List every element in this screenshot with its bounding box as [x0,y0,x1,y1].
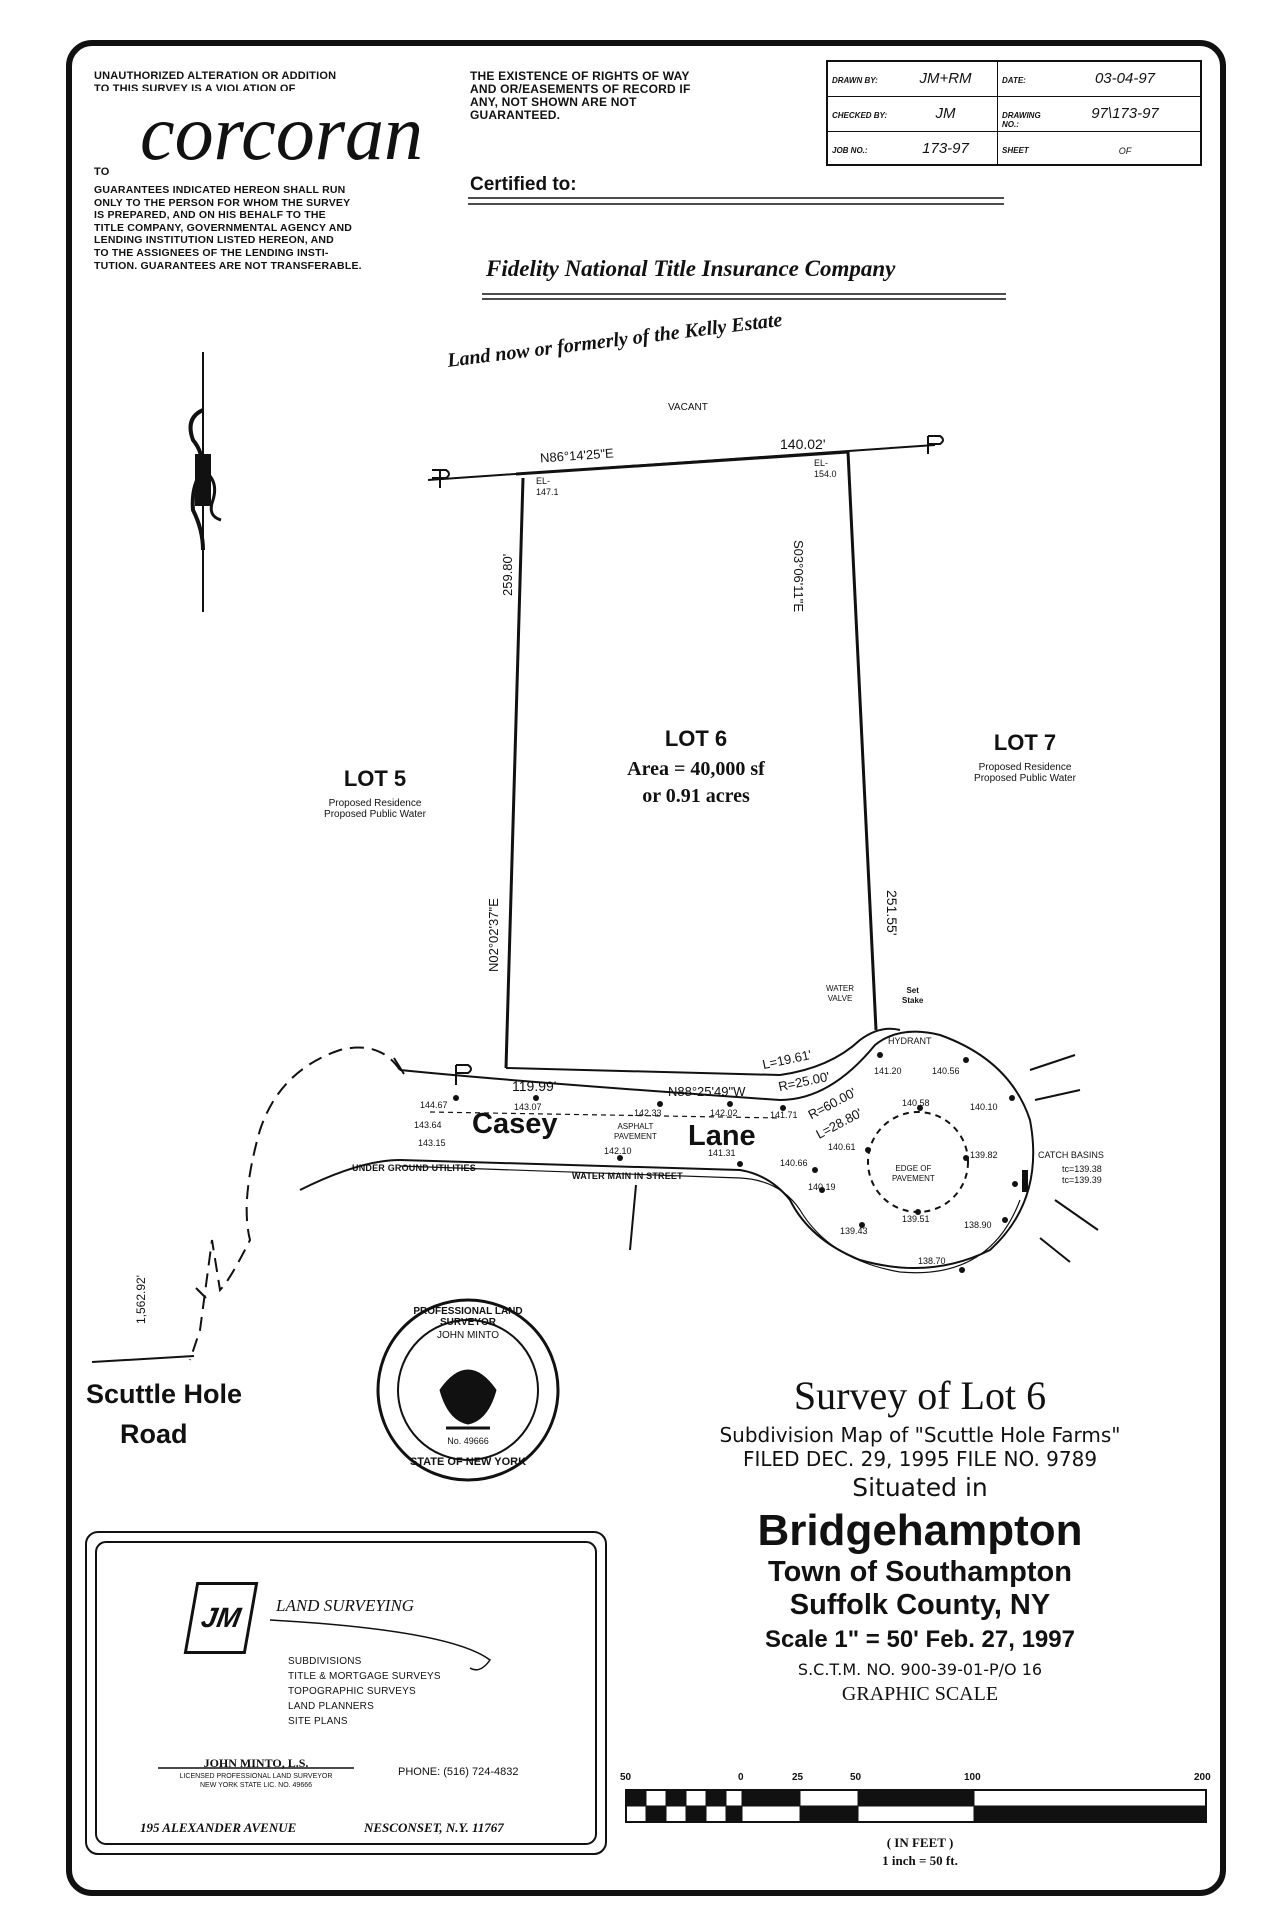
property-line-markers [432,435,944,1085]
street-name-casey: Casey [472,1108,558,1140]
east-distance: 251.55' [884,890,900,936]
survey-title: Survey of Lot 6 [793,1373,1047,1418]
survey-title-block: Survey of Lot 6 Subdivision Map of "Scut… [640,1372,1200,1706]
east-bearing: S03°06'11"E [791,540,806,613]
surveyor-seal [376,1298,560,1482]
job-no: 173-97 [894,132,998,166]
surveyor-name: JOHN MINTO, L.S. [203,1756,309,1770]
elevation-points [453,1052,1028,1273]
west-distance: 259.80' [500,553,515,596]
el-nw: EL-147.1 [536,476,559,497]
certified-to: Fidelity National Title Insurance Compan… [486,256,896,281]
company-box [85,1531,607,1855]
lot6-boundary [427,444,936,1077]
lot6: LOT 6 Area = 40,000 sf or 0.91 acres [627,726,765,807]
west-bearing: N02°02'37"E [486,898,501,972]
jm-logo: JM [183,1582,259,1654]
scale-units: ( IN FEET ) 1 inch = 50 ft. [882,1835,958,1868]
south-bearing: N88°25'49"W [668,1084,746,1099]
underground-utilities: UNDER GROUND UTILITIES [352,1163,476,1173]
seal-number: No. 49666 [447,1436,489,1446]
lot7: LOT 7 Proposed Residence Proposed Public… [974,730,1076,784]
casey-lane-road [91,1030,1099,1363]
certified-underlines [468,197,1006,300]
el-ne: EL-154.0 [814,458,837,479]
scuttle-hole-road: Scuttle Hole Road [86,1379,243,1449]
checked-by: JM [894,97,998,131]
phone: PHONE: (516) 724-4832 [398,1766,519,1778]
catch-basins: CATCH BASINS [1038,1150,1104,1160]
survey-sheet-border [66,40,1226,1896]
hydrant: HYDRANT [888,1036,932,1046]
seal-name: JOHN MINTO [436,1330,500,1341]
drawn-by: JM+RM [894,62,998,96]
north-arrow-icon [188,352,222,612]
alteration-notice: UNAUTHORIZED ALTERATION OR ADDITION TO T… [94,70,337,91]
city: NESCONSET, N.Y. 11767 [364,1820,504,1835]
title-block: DRAWN BY: JM+RM DATE: 03-04-97 CHECKED B… [826,60,1202,166]
certified-label: Certified to: [470,174,577,195]
address: 195 ALEXANDER AVENUE [140,1820,297,1835]
street-name-lane: Lane [688,1120,756,1152]
date: 03-04-97 [1094,70,1156,87]
notice-to: TO [94,166,110,178]
seal-state: STATE OF NEW YORK [409,1456,527,1468]
road-distance: 1,562.92' [134,1274,148,1324]
north-distance: 140.02' [780,436,826,452]
drawing-no: 97\173-97 [1091,105,1159,122]
sheet: OF [1118,146,1132,156]
land-surveying: LAND SURVEYING [276,1596,415,1615]
water-main: WATER MAIN IN STREET [572,1171,683,1181]
graphic-scale-bar [625,1789,1207,1823]
seal-top-text: PROFESSIONAL LAND SURVEYOR [413,1306,523,1328]
corcoran-logo: corcoran [94,88,454,178]
vacant-label: VACANT [668,402,708,413]
lot5: LOT 5 Proposed Residence Proposed Public… [324,766,426,820]
south-distance: 119.99' [512,1078,557,1094]
